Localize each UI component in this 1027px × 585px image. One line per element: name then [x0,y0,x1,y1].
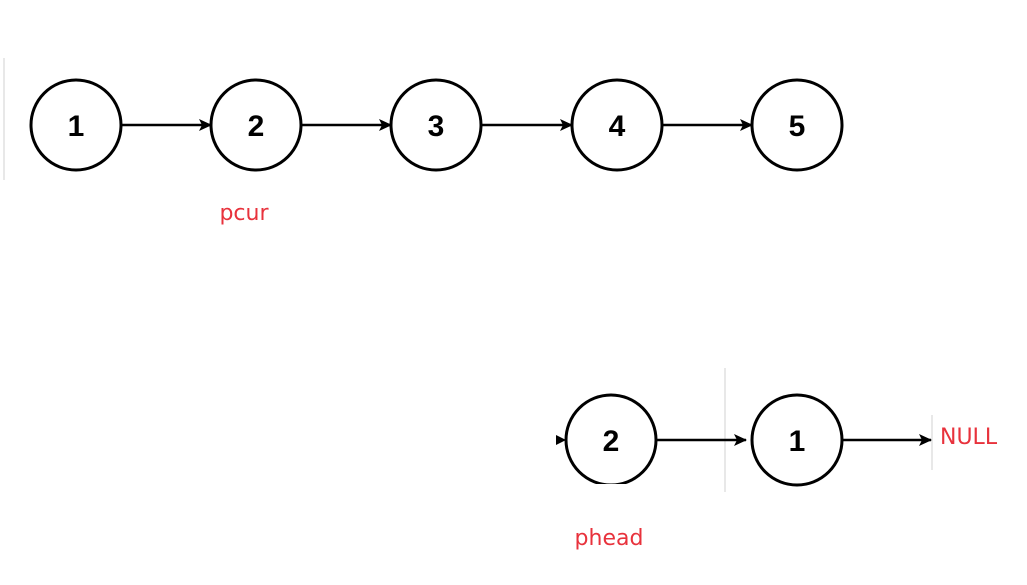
top-node-1: 1 [29,78,123,172]
bottom-node-1-value: 1 [789,425,806,458]
bottom-node-1: 1 [750,393,844,487]
top-node-1-value: 1 [68,110,85,143]
pcur-pointer-label: pcur [219,201,269,226]
crop-mask [560,484,670,490]
top-node-4-value: 4 [609,110,626,143]
bottom-node-2-value: 2 [603,425,620,458]
top-node-4: 4 [570,78,664,172]
top-node-2-value: 2 [248,110,265,143]
top-node-5: 5 [750,78,844,172]
top-node-3-value: 3 [428,110,445,143]
bottom-node-2: 2 [564,393,658,487]
bottom-incoming-arrow-stub [556,435,566,445]
top-linked-list: 1 2 3 4 5 pcur [29,78,844,226]
bottom-linked-list: 2 1 NULL phead [556,393,998,551]
top-node-3: 3 [389,78,483,172]
top-node-2: 2 [209,78,303,172]
phead-pointer-label: phead [575,526,644,551]
top-node-5-value: 5 [789,110,806,143]
null-terminal-label: NULL [940,425,998,450]
